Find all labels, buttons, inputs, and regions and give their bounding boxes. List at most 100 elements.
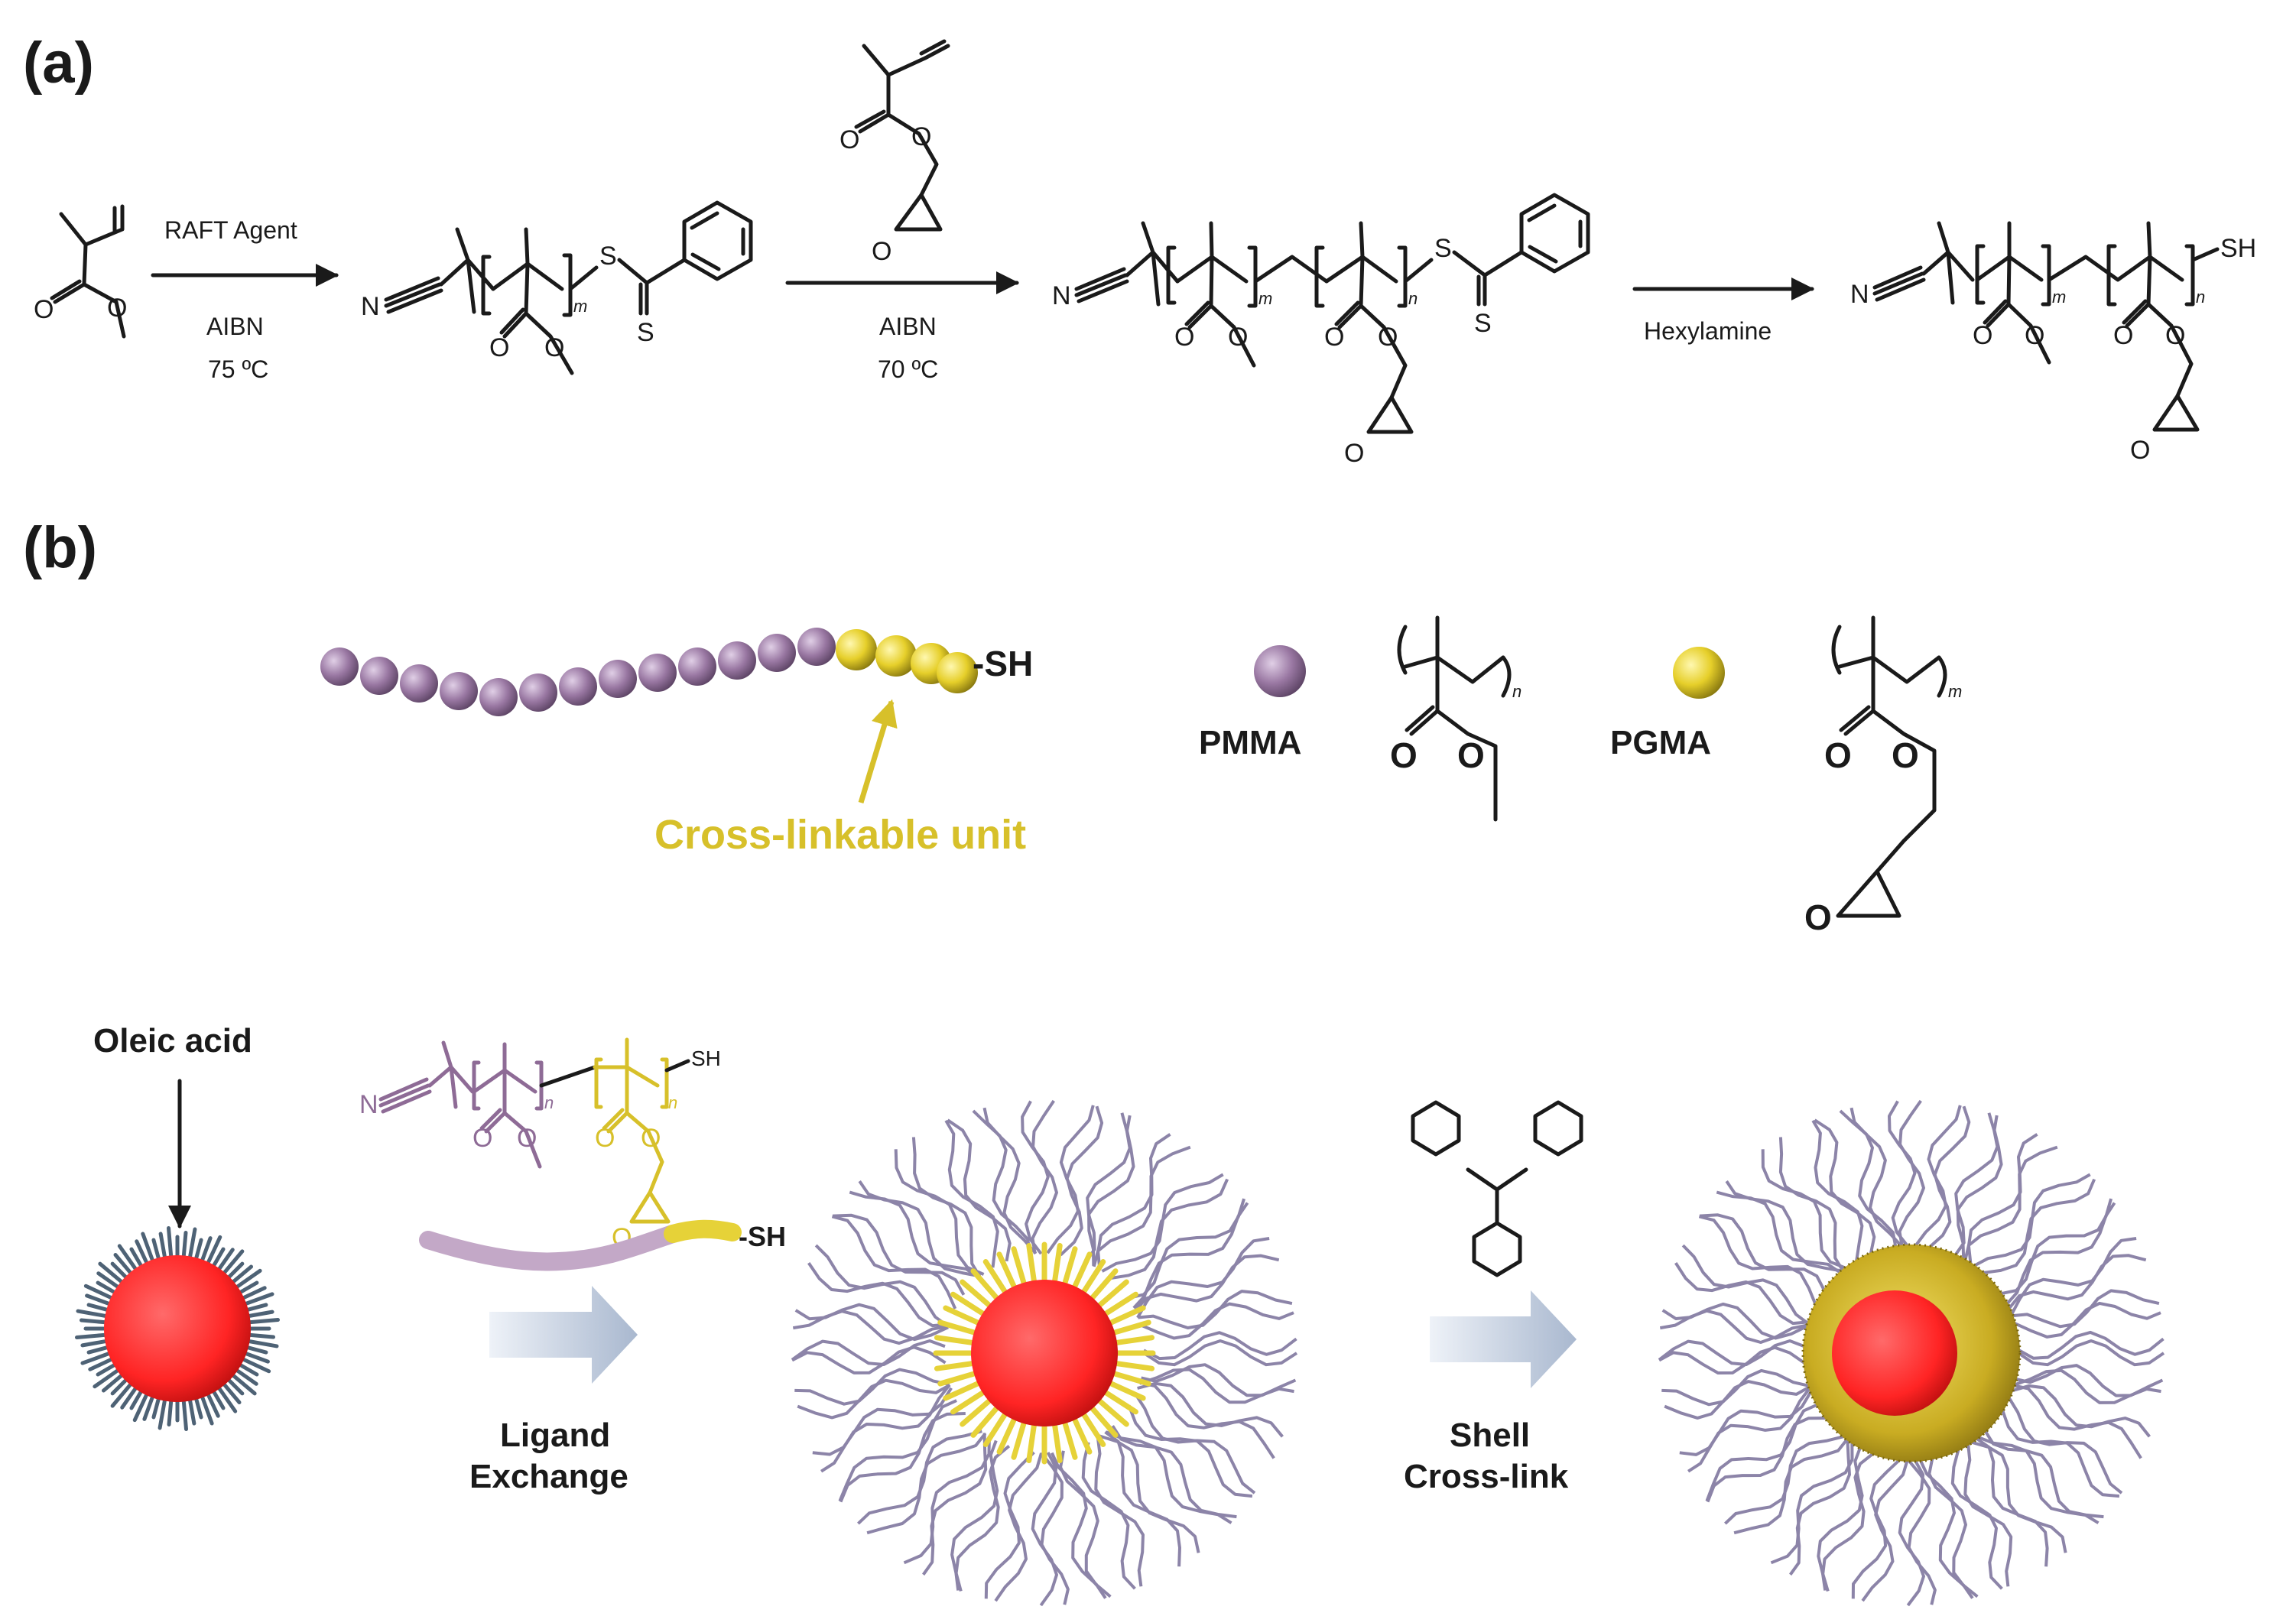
pmma-ligand-chain [1092,1145,1191,1267]
pmma-ligand-chain [2017,1339,2165,1367]
atom-o: O [641,1124,661,1153]
pmma-ligand-chain [1817,1447,1864,1591]
pgma-bead [836,629,877,670]
ligand-exchange-label-2: Exchange [469,1458,628,1495]
oleic-acid-chain [187,1227,197,1263]
oleic-acid-chain [232,1268,262,1291]
pmma-ligand-chain [1963,1145,2058,1261]
pmma-ligand-chain [794,1303,949,1342]
pmma-ligand-chain [1699,1213,1826,1292]
atom-o: O [1228,323,1248,352]
pmma-ligand-chain [1050,1452,1107,1599]
pmma-ligand-chain [1046,1105,1095,1254]
pgma-segment [1114,1361,1155,1371]
atom-o: O [1892,735,1919,775]
atom-o: O [595,1124,615,1153]
pmma-ligand-chain [1138,1290,1293,1329]
oleic-acid-chain [110,1379,135,1408]
pgma-segment [943,1381,981,1401]
oleic-acid-chain [113,1252,135,1278]
pmma-ligand-chain [911,1137,982,1278]
pmma-ligand-chain [1907,1459,1937,1605]
pmma-ligand-chain [2001,1409,2120,1498]
pmma-bead [519,673,557,712]
atom-o: O [34,295,54,324]
pmma-ligand-chain [1725,1180,1843,1273]
pmma-ligand-chain [947,1118,1012,1262]
pmma-ligand-chain [1137,1381,1284,1438]
atom-n: N [1850,280,1869,309]
panel-label-b: (b) [23,515,97,580]
pmma-ligand-chain [1031,1452,1058,1607]
oleic-acid-chain [228,1371,257,1396]
subscript-m: m [1258,289,1272,308]
pmma-ligand-chain [831,1215,957,1310]
nanoparticle-core [104,1255,251,1402]
pmma-ligand-chain [1770,1442,1854,1565]
pgma-segment [1081,1412,1106,1447]
mma-monomer: O O [34,204,127,339]
pgma-segment [1108,1305,1146,1326]
pmma-bead [320,647,359,686]
pgma-segment [1062,1246,1078,1286]
pmma-ligand-chain [1659,1309,1808,1344]
pmma-ligand-chain [950,1439,999,1591]
pmma-ligand-chain [1839,1109,1898,1248]
pgma-segment [950,1390,986,1415]
pgma-bead [937,652,978,693]
pmma-bead [599,660,637,698]
pgma-segment [960,1398,992,1427]
oleic-acid-chain [244,1317,280,1325]
oleic-acid-chain [181,1395,189,1431]
step2-temperature: 70 ºC [878,355,938,383]
oleic-acid-chain [75,1332,111,1340]
oleic-acid-chain [158,1394,167,1430]
pgma-segment [1081,1259,1106,1294]
pmma-ligand-chain [984,1451,1035,1599]
pmma-ligand-chain [2013,1384,2142,1459]
pgma-repeat-unit: m O O O [1804,615,1962,937]
pgma-segment [1026,1423,1037,1464]
pmma-ligand-chain [1861,1460,1909,1602]
pgma-segment [970,1406,999,1438]
pmma-ligand-chain [1127,1404,1253,1498]
pgma-segment [996,1417,1017,1455]
pmma-ligand-chain [903,1436,991,1565]
bead-chain [320,628,978,716]
pmma-ligand-chain [849,1190,980,1279]
pgma-segment [1108,1381,1146,1401]
pmma-ligand-chain [1139,1302,1294,1340]
atom-n: N [359,1090,378,1119]
subscript-m: m [573,297,587,316]
shell-crosslink-arrow [1430,1290,1577,1388]
shell-texture [1801,1243,2022,1463]
atom-o: O [839,125,859,154]
pmma-ligand-chain [1105,1430,1232,1524]
oleic-acid-chain [85,1293,115,1307]
pgma-legend-label: PGMA [1610,724,1711,761]
oleic-acid-chain [219,1379,242,1405]
atom-o: O [2165,321,2185,350]
pmma-ligand-chain [1059,1450,1112,1598]
atom-o: O [1824,735,1852,775]
pmma-ligand-chain [791,1345,947,1374]
pmma-ligand-chain [1982,1178,2096,1275]
pgma-segment [937,1371,977,1387]
oleic-acid-chain [166,1226,174,1262]
subscript-n: n [2196,287,2205,307]
pmma-ligand-chain [994,1452,1043,1602]
pgma-segment [960,1279,992,1308]
pmma-ligand-chain [1139,1368,1294,1404]
pmma-ligand-chain [1927,1458,1979,1598]
pmma-ligand-chain [1814,1118,1876,1254]
subscript-m: m [1948,682,1962,701]
pmma-bead [479,678,518,716]
pmma-ligand-chain [1127,1198,1246,1300]
atom-o: O [2113,321,2133,350]
pgma-segment [943,1305,981,1326]
pmma-ligand-chain [1811,1119,1864,1261]
pgma-segment [1114,1335,1155,1345]
atom-o: O [1174,323,1194,352]
atom-o: O [517,1124,537,1153]
oleic-acid-chain [204,1235,222,1268]
